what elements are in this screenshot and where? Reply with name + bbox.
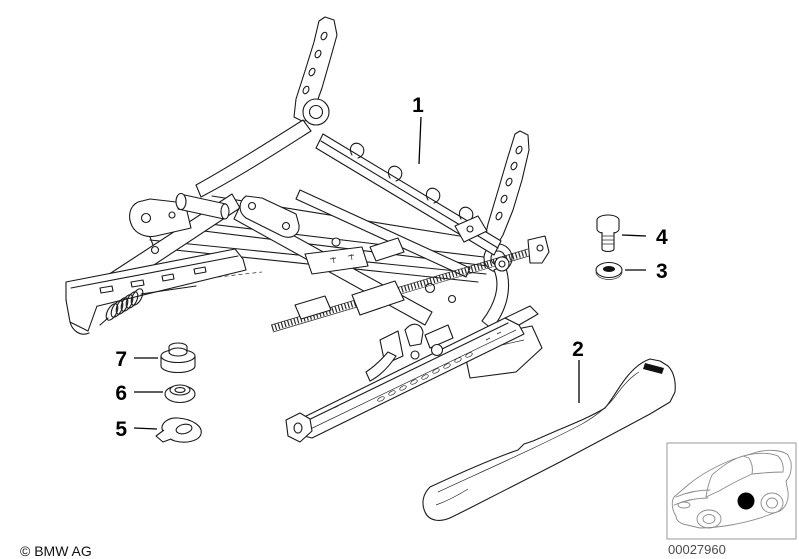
height-adjuster-mechanism <box>239 195 488 304</box>
bmw-copyright: © BMW AG <box>20 543 92 559</box>
spindle-drive <box>270 235 550 333</box>
left-seat-rail <box>65 248 247 335</box>
callout-6: 6 <box>115 382 163 405</box>
car-sketch-icon <box>671 449 792 529</box>
callout-4: 4 <box>621 226 668 249</box>
grommet-part <box>164 384 196 404</box>
rail-latch-mechanism <box>365 323 454 382</box>
callout-6-label: 6 <box>115 382 127 405</box>
callout-3-label: 3 <box>656 260 668 283</box>
callout-3: 3 <box>625 260 668 283</box>
bolt-part <box>596 214 620 253</box>
callout-1: 1 <box>412 94 424 165</box>
callout-5-label: 5 <box>115 418 127 441</box>
left-belt-tower <box>195 16 338 198</box>
cap-part <box>160 342 196 374</box>
drawing-number: 00027960 <box>668 542 726 557</box>
side-trim-cover <box>422 358 676 521</box>
bottom-seat-rail <box>285 305 539 443</box>
trim-cover-slot <box>643 363 664 374</box>
callout-2-label: 2 <box>572 338 584 361</box>
callout-2: 2 <box>572 338 584 403</box>
leader-line-5 <box>133 427 158 430</box>
washer-part <box>595 261 623 280</box>
callout-1-label: 1 <box>412 94 424 117</box>
callout-4-label: 4 <box>656 226 668 249</box>
coil-spring <box>99 285 197 326</box>
leader-line-4 <box>621 234 647 237</box>
location-dot <box>737 492 755 510</box>
seat-frame-assembly <box>65 16 550 443</box>
car-location-thumbnail: 00027960 <box>666 442 797 557</box>
front-left-bracket <box>129 192 230 255</box>
leader-line-1 <box>418 116 422 165</box>
hook-eyelet-part <box>155 417 202 443</box>
callout-5: 5 <box>115 418 158 441</box>
rail-slots <box>333 331 502 409</box>
callout-7-label: 7 <box>115 348 127 371</box>
thumbnail-border <box>666 442 797 540</box>
callout-7: 7 <box>115 348 158 371</box>
